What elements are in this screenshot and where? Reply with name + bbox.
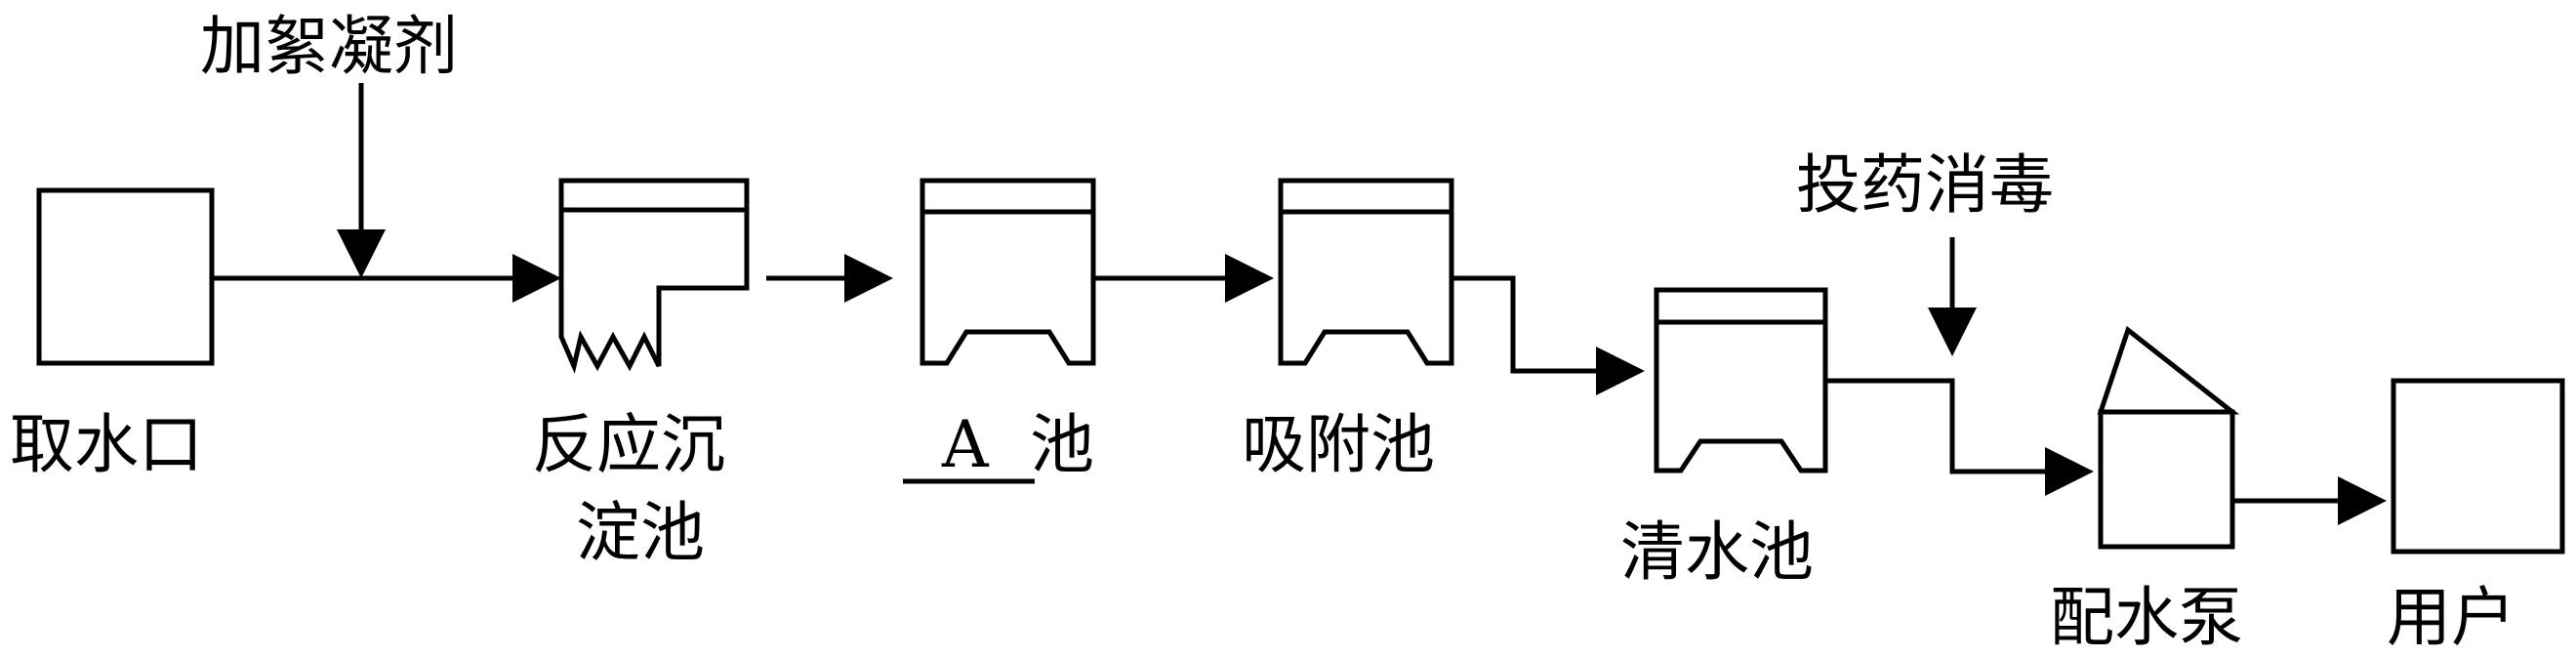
disinfect-label: 投药消毒 (1796, 147, 2054, 223)
blank-a-text: A (941, 407, 990, 482)
clear-water-tank (1654, 287, 1828, 473)
coagulant-label: 加絮凝剂 (200, 9, 458, 84)
pump (2097, 325, 2240, 550)
clear-water-label: 清水池 (1620, 514, 1814, 590)
intake-label: 取水口 (10, 407, 203, 482)
a-tank (920, 178, 1096, 366)
pump-label: 配水泵 (2050, 580, 2243, 655)
adsorption-tank (1278, 178, 1454, 366)
user-label: 用户 (2387, 580, 2515, 655)
sediment-tank (558, 178, 750, 374)
flow-arrow-adsorption-to-clear (1452, 275, 1645, 395)
user-box (2391, 378, 2565, 554)
adsorption-label: 吸附池 (1242, 407, 1435, 482)
intake-box (36, 187, 215, 366)
a-tank-suffix: 池 (1030, 407, 1094, 482)
sediment-label-line2: 淀池 (576, 495, 705, 570)
sediment-label-line1: 反应沉 (532, 407, 725, 482)
flow-arrow-clear-to-pump (1825, 378, 2094, 496)
